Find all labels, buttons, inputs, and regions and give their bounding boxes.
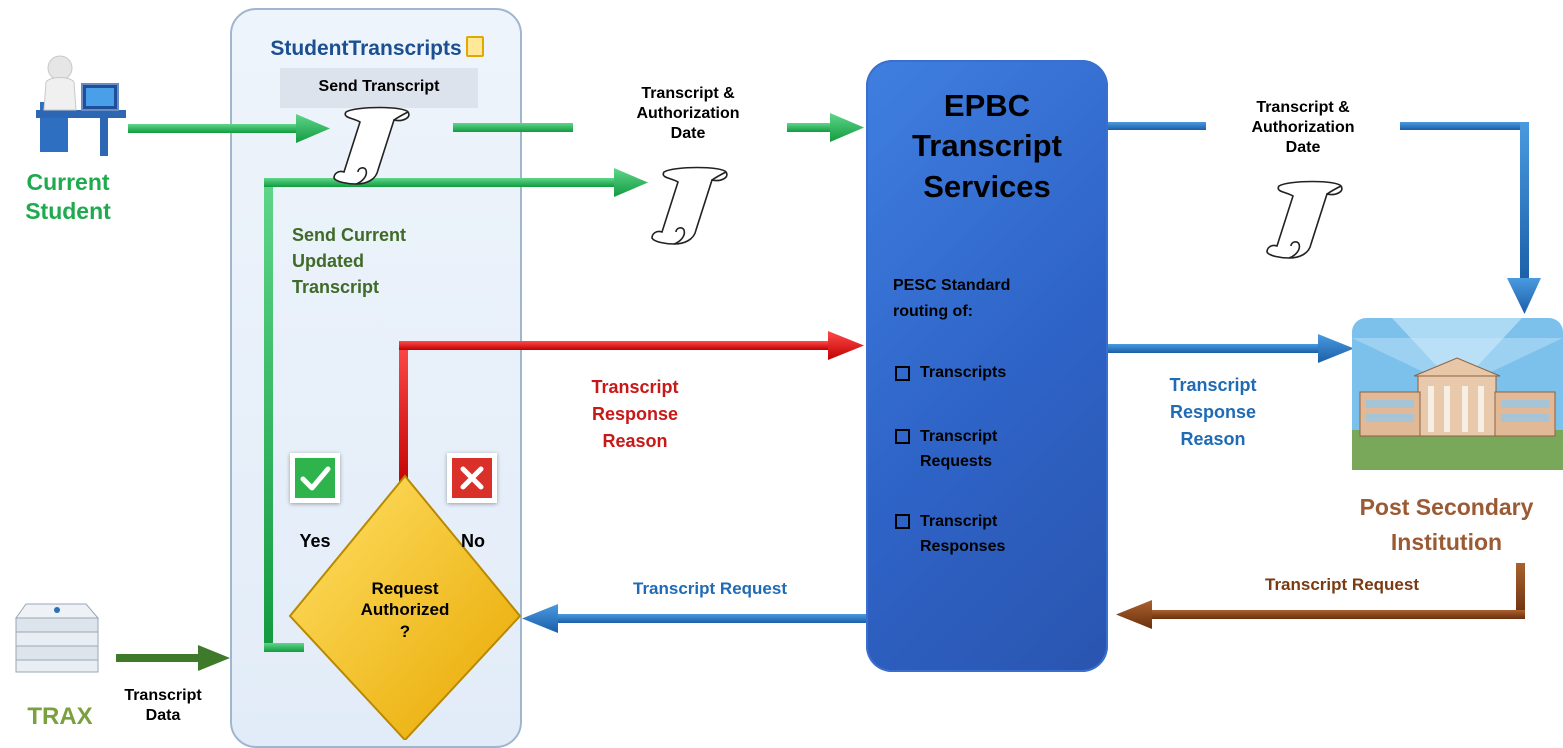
scroll-icon — [651, 166, 728, 245]
institution-label: Post Secondary Institution — [1359, 494, 1534, 555]
arrow-trax-to-panel — [116, 645, 230, 671]
student-transcripts-title: StudentTranscripts — [232, 36, 522, 62]
scroll-icon — [333, 106, 410, 185]
arrow-epbc-to-institution-top — [1108, 122, 1541, 314]
epbc-item-transcripts: Transcripts — [895, 364, 1006, 382]
epbc-title: EPBC Transcript Services — [912, 88, 1062, 204]
request-brown-label: Transcript Request — [1265, 575, 1419, 594]
arrow-response-blue — [1108, 334, 1354, 363]
arrow-student-to-send — [128, 114, 330, 143]
auth-date-right-label: Transcript & Authorization Date — [1251, 99, 1355, 156]
decision-diamond — [288, 474, 522, 740]
epbc-subtitle: PESC Standard routing of: — [893, 277, 1011, 320]
arrow-send-updated — [264, 168, 648, 652]
send-transcript-button-bg[interactable] — [280, 68, 478, 108]
x-icon[interactable] — [447, 453, 497, 503]
checkmark-icon[interactable] — [290, 453, 340, 503]
no-label: No — [461, 531, 485, 551]
arrow-response-red — [399, 331, 864, 493]
checkbox-icon — [895, 429, 910, 444]
response-red-label: Transcript Response Reason — [591, 377, 679, 451]
auth-date-left-label: Transcript & Authorization Date — [636, 85, 740, 142]
request-blue-label: Transcript Request — [633, 579, 787, 598]
decision-label: Request Authorized ? — [360, 579, 450, 641]
scroll-icon — [1266, 180, 1343, 259]
send-updated-label: Send Current Updated Transcript — [292, 225, 407, 298]
send-transcript-button[interactable]: Send Transcript — [318, 78, 440, 95]
current-student-label: Current Student — [25, 169, 111, 224]
arrow-request-brown — [1116, 563, 1525, 629]
epbc-item-requests: Transcript Requests — [895, 425, 997, 475]
yes-label: Yes — [299, 531, 331, 551]
arrow-request-blue — [522, 604, 866, 633]
trax-label: TRAX — [27, 703, 93, 730]
trax-data-label: Transcript Data — [124, 687, 202, 724]
checkbox-icon — [895, 366, 910, 381]
document-icon — [465, 36, 484, 57]
server-icon — [15, 603, 100, 673]
arrow-send-to-epbc — [453, 113, 864, 142]
checkbox-icon — [895, 514, 910, 529]
response-blue-label: Transcript Response Reason — [1169, 375, 1257, 449]
epbc-item-responses: Transcript Responses — [895, 510, 1005, 560]
building-icon — [1352, 318, 1563, 470]
student-computer-icon — [36, 55, 126, 156]
